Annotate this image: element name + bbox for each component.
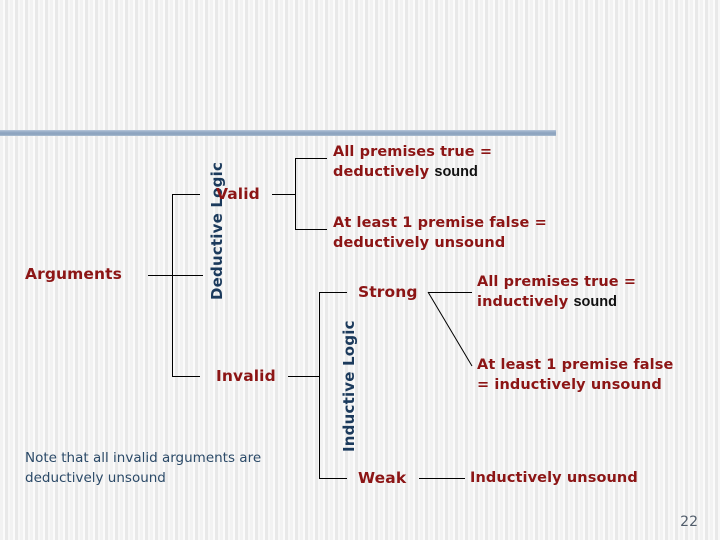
connector-strong-to-sound <box>428 292 472 293</box>
connector-inductive-bracket-bottom <box>319 478 347 479</box>
outcome-line-1: At least 1 premise false = <box>333 215 547 231</box>
connector-deductive-bracket-top <box>172 194 200 195</box>
outcome-line-2: deductively unsound <box>333 234 506 251</box>
connector-invalid-to-inductive <box>288 376 320 377</box>
connector-valid-to-bracket <box>272 194 296 195</box>
connector-deductive-bracket-spine <box>172 194 173 376</box>
outcome-line-1: All premises true = <box>477 274 637 290</box>
connector-weak-to-unsound <box>419 478 465 479</box>
connector-arguments-to-deductive <box>148 275 203 276</box>
outcome-inductively-unsound: At least 1 premise false = inductively u… <box>477 356 673 395</box>
connector-inductive-bracket-top <box>319 292 347 293</box>
outcome-line-2-prefix: inductively <box>477 293 574 310</box>
page-number: 22 <box>680 514 698 530</box>
tree-spine-inductive-logic: Inductive Logic <box>340 320 358 452</box>
connector-valid-bracket-bottom <box>295 229 327 230</box>
outcome-inductively-sound: All premises true = inductively sound <box>477 273 636 312</box>
connector-inductive-bracket-spine <box>319 292 320 478</box>
outcome-keyword-sound: sound <box>434 163 478 180</box>
connector-deductive-bracket-bottom <box>172 376 200 377</box>
outcome-line-2-prefix: deductively <box>333 163 435 180</box>
tree-node-arguments: Arguments <box>25 265 123 283</box>
tree-node-strong: Strong <box>358 283 418 301</box>
header-accent-bar <box>0 130 556 136</box>
outcome-line-1: All premises true = <box>333 144 493 160</box>
tree-node-invalid: Invalid <box>216 367 276 385</box>
tree-node-weak: Weak <box>358 469 407 487</box>
tree-node-valid: Valid <box>216 185 260 203</box>
connector-strong-to-unsound <box>427 291 473 367</box>
slide-note: Note that all invalid arguments are dedu… <box>25 450 262 486</box>
outcome-line-2: deductively sound <box>333 163 492 183</box>
connector-valid-bracket-top <box>295 158 327 159</box>
outcome-deductively-sound: All premises true = deductively sound <box>333 143 492 182</box>
outcome-keyword-sound: sound <box>573 293 617 310</box>
outcome-deductively-unsound: At least 1 premise false = deductively u… <box>333 214 547 253</box>
outcome-line-1: At least 1 premise false <box>477 357 674 373</box>
tree-spine-deductive-logic: Deductive Logic <box>208 161 226 300</box>
outcome-line-2: inductively sound <box>477 293 636 313</box>
outcome-weak-inductively-unsound: Inductively unsound <box>470 470 638 486</box>
connector-valid-bracket-spine <box>295 158 296 229</box>
outcome-line-2: = inductively unsound <box>477 376 662 393</box>
